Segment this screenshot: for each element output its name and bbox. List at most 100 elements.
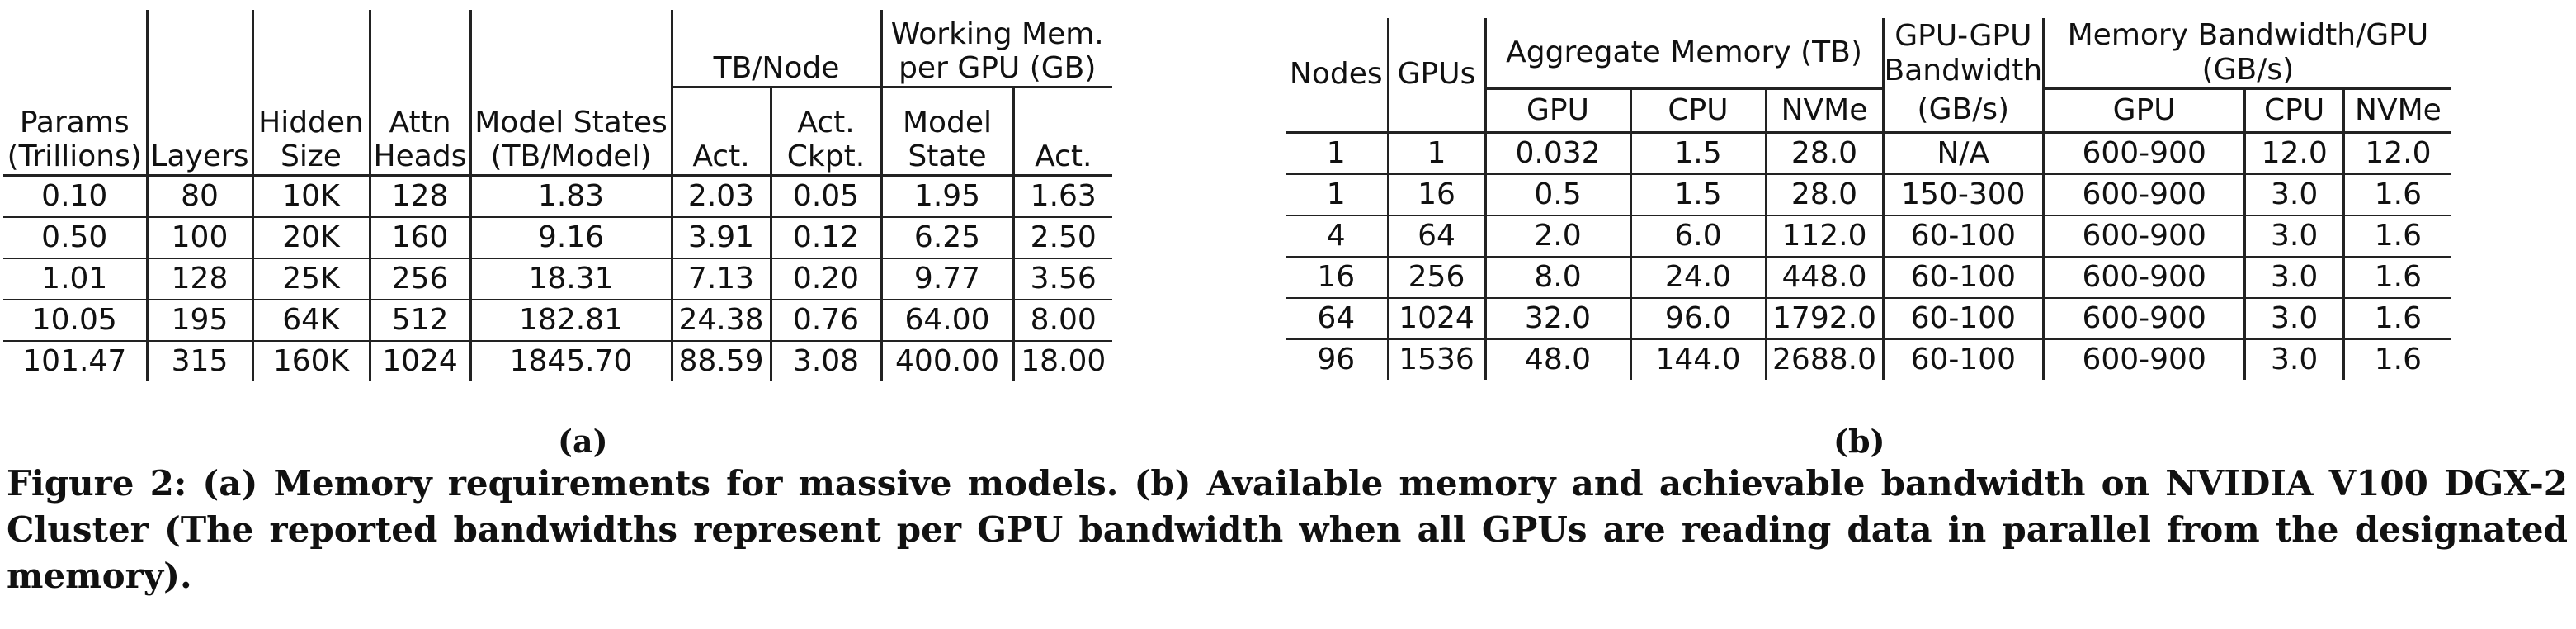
memory-requirements-table: TB/Node Working Mem. per GPU (GB) Params…: [3, 10, 1112, 381]
table-cell: 16: [1386, 173, 1485, 216]
table-cell: 182.81: [469, 300, 672, 342]
table-cell: 96.0: [1629, 297, 1766, 340]
table-cell: 0.032: [1484, 132, 1630, 175]
table-cell: 0.12: [769, 217, 881, 259]
table-cell: 9.16: [469, 217, 672, 259]
table-cell: 600-900: [2042, 338, 2245, 380]
column-header-hidden-size: Hidden Size: [251, 87, 370, 177]
table-cell: 3.0: [2243, 256, 2344, 299]
table-cell: 18.31: [469, 258, 672, 300]
table-cell: 64: [1386, 215, 1485, 258]
table-cell: 1024: [1386, 297, 1485, 340]
table-cell: 0.50: [3, 217, 147, 259]
table-cell: 1: [1386, 132, 1485, 175]
table-cell: 12.0: [2342, 132, 2451, 175]
column-header-act: Act.: [670, 87, 771, 177]
table-cell: 0.05: [769, 175, 881, 218]
available-memory-bandwidth-table: Nodes GPUs Aggregate Memory (TB) GPU-GPU…: [1286, 18, 2451, 380]
column-header-layers: Layers: [145, 87, 252, 177]
table-cell: 28.0: [1764, 132, 1883, 175]
figure-caption: Figure 2: (a) Memory requirements for ma…: [7, 463, 2568, 596]
group-header-memory-bandwidth: Memory Bandwidth/GPU (GB/s): [2042, 18, 2451, 90]
table-cell: 128: [145, 258, 252, 300]
table-cell: 10.05: [3, 300, 147, 342]
table-cell: 1.6: [2342, 173, 2451, 216]
table-cell: 1: [1286, 173, 1388, 216]
table-cell: 2688.0: [1764, 338, 1883, 380]
table-cell: N/A: [1881, 132, 2044, 175]
table-cell: 80: [145, 175, 252, 218]
table-cell: 2.0: [1484, 215, 1630, 258]
table-cell: 96: [1317, 342, 1356, 376]
table-cell: 10K: [251, 175, 370, 218]
table-cell: 12.0: [2243, 132, 2344, 175]
table-cell: 512: [368, 300, 470, 342]
table-cell: 600-900: [2042, 297, 2245, 340]
table-cell: 64.00: [880, 300, 1013, 342]
column-header-bw-cpu: CPU: [2243, 88, 2344, 134]
table-cell: 1.95: [880, 175, 1013, 218]
table-cell: 3.08: [769, 341, 881, 381]
table-cell: 1.6: [2342, 297, 2451, 340]
column-header-bw-nvme: NVMe: [2342, 88, 2451, 134]
table-cell: 0.5: [1484, 173, 1630, 216]
column-header-gpus: GPUs: [1386, 18, 1485, 134]
table-cell: 6.25: [880, 217, 1013, 259]
table-cell: 1.6: [2342, 215, 2451, 258]
table-cell: 24.38: [670, 300, 771, 342]
column-header-agg-gpu: GPU: [1484, 88, 1630, 134]
table-cell: 160: [368, 217, 470, 259]
table-cell: 144.0: [1629, 338, 1766, 380]
group-header-tb-node: TB/Node: [670, 10, 881, 88]
table-cell: 600-900: [2042, 173, 2245, 216]
table-cell: 8.00: [1012, 300, 1112, 342]
table-cell: 9.77: [880, 258, 1013, 300]
table-cell: 48.0: [1484, 338, 1630, 380]
column-header-nodes: Nodes: [1286, 18, 1388, 134]
table-cell: 60-100: [1881, 338, 2044, 380]
table-cell: 2.03: [670, 175, 771, 218]
group-header-working-mem: Working Mem. per GPU (GB): [880, 10, 1112, 88]
table-cell: 3.56: [1012, 258, 1112, 300]
column-header-attn-heads: Attn Heads: [368, 87, 470, 177]
table-cell: 256: [1386, 256, 1485, 299]
table-cell: 6.0: [1629, 215, 1766, 258]
column-header-gpu-gpu-unit: (GB/s): [1881, 88, 2044, 134]
table-cell: 1.01: [3, 258, 147, 300]
table-cell: 1536: [1386, 338, 1485, 380]
table-cell: 1792.0: [1764, 297, 1883, 340]
table-cell: 1: [1286, 132, 1388, 175]
table-cell: 0.76: [769, 300, 881, 342]
table-cell: 1.6: [2342, 338, 2451, 380]
table-cell: 7.13: [670, 258, 771, 300]
subfigure-label-a: (a): [558, 423, 608, 460]
group-header-aggregate-memory: Aggregate Memory (TB): [1484, 18, 1883, 90]
table-cell: 160K: [251, 341, 370, 381]
table-cell: 25K: [251, 258, 370, 300]
table-cell: 1.5: [1629, 173, 1766, 216]
table-cell: 60-100: [1881, 297, 2044, 340]
table-cell: 1845.70: [469, 341, 672, 381]
table-cell: 101.47: [22, 344, 127, 379]
table-cell: 64: [1286, 297, 1388, 340]
table-cell: 1.63: [1012, 175, 1112, 218]
table-cell: 0.10: [3, 175, 147, 218]
table-cell: 195: [145, 300, 252, 342]
table-cell: 448.0: [1764, 256, 1883, 299]
table-cell: 112.0: [1764, 215, 1883, 258]
table-cell: 150-300: [1881, 173, 2044, 216]
column-header-agg-nvme: NVMe: [1764, 88, 1883, 134]
table-cell: 315: [145, 341, 252, 381]
table-cell: 88.59: [670, 341, 771, 381]
table-cell: 600-900: [2042, 132, 2245, 175]
subfigure-label-b: (b): [1833, 423, 1885, 460]
table-cell: 600-900: [2042, 215, 2245, 258]
column-header-bw-gpu: GPU: [2042, 88, 2245, 134]
